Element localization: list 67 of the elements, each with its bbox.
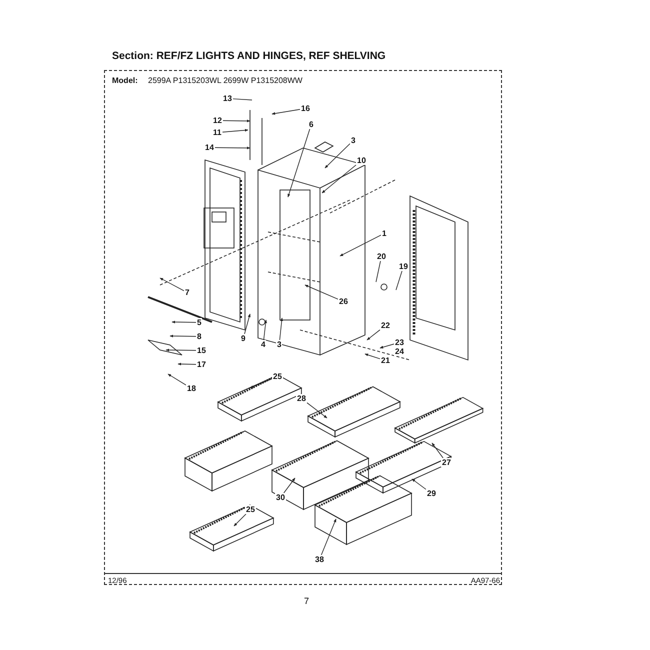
leader-line (222, 120, 250, 122)
leader-line (232, 98, 252, 100)
section-title: Section: REF/FZ LIGHTS AND HINGES, REF SHELVING (112, 50, 386, 62)
callout-number: 30 (275, 493, 286, 502)
leader-line (304, 284, 338, 300)
leader-line (178, 362, 196, 366)
callout-number: 6 (308, 120, 314, 129)
callout-number: 17 (196, 360, 207, 369)
callout-number: 25 (245, 505, 256, 514)
callout-number: 26 (338, 297, 349, 306)
model-numbers: 2599A P1315203WL 2699W P1315208WW (148, 76, 302, 85)
callout-number: 38 (314, 555, 325, 564)
callout-number: 8 (196, 332, 202, 341)
callout-number: 5 (196, 318, 202, 327)
callout-number: 1 (381, 229, 388, 238)
callout-number: 11 (212, 128, 222, 137)
callout-number: 10 (356, 156, 367, 165)
leader-line (160, 278, 184, 292)
callout-number: 18 (186, 384, 197, 393)
leader-line (170, 334, 196, 338)
callout-number: 20 (376, 252, 387, 261)
leader-line (263, 320, 268, 340)
page-number: 7 (304, 596, 310, 606)
callout-number: 3 (350, 136, 356, 145)
leader-line (288, 128, 310, 198)
leader-line (366, 329, 380, 340)
callout-number: 12 (212, 116, 223, 125)
leader-line (322, 164, 356, 194)
leader-line (412, 478, 426, 490)
leader-line (214, 146, 250, 150)
leader-line (222, 128, 248, 132)
leader-line (250, 378, 272, 388)
callout-number: 3 (276, 340, 282, 349)
callout-number: 22 (380, 321, 391, 330)
leader-line (380, 344, 394, 348)
leader-line (244, 314, 251, 334)
leader-line (279, 318, 284, 340)
callout-number: 16 (300, 104, 311, 113)
model-label: Model: (112, 76, 138, 85)
leader-line (324, 143, 350, 168)
leader-line (166, 348, 196, 352)
callout-number: 19 (398, 262, 409, 271)
callout-number: 23 (394, 338, 405, 347)
leader-line (432, 442, 444, 458)
leader-line (172, 320, 196, 324)
callout-number: 29 (426, 489, 437, 498)
leader-line (168, 374, 186, 386)
leader-line (396, 270, 402, 290)
callout-number: 7 (184, 288, 190, 297)
callout-number: 21 (380, 356, 391, 365)
leader-line (364, 354, 380, 360)
callout-number: 24 (394, 347, 405, 356)
leader-line (340, 234, 382, 256)
leader-line (272, 109, 300, 115)
callout-number: 4 (260, 340, 266, 349)
leader-line (283, 478, 296, 494)
leader-line (234, 514, 246, 526)
leader-line (376, 260, 381, 282)
leader-line (320, 518, 336, 556)
callout-number: 15 (196, 346, 207, 355)
leader-line (306, 402, 328, 418)
callout-number: 14 (204, 143, 215, 152)
callout-number: 13 (222, 94, 233, 103)
callout-number: 25 (272, 372, 283, 381)
callout-number: 9 (240, 334, 246, 343)
callout-number: 27 (441, 458, 452, 467)
callout-number: 28 (296, 394, 307, 403)
